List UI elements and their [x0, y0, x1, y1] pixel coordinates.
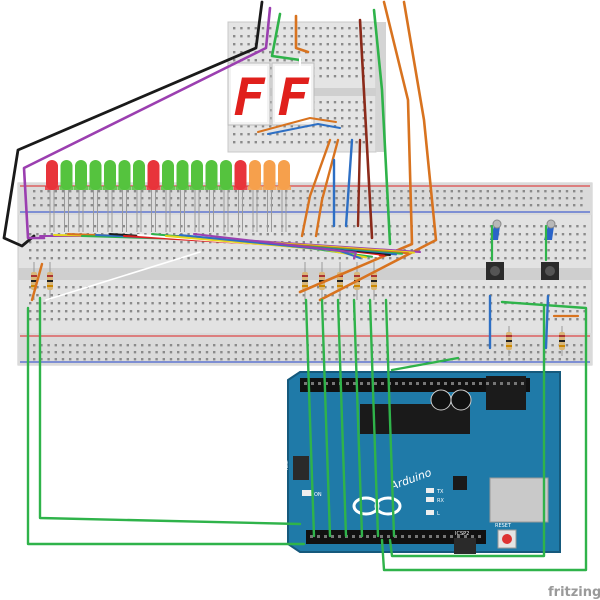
wire-orange-1 [298, 0, 414, 294]
led-green [190, 160, 204, 232]
wire-green-top [372, 8, 392, 246]
led-green [103, 160, 117, 232]
icsp-header [293, 456, 309, 480]
wires [2, 0, 588, 572]
wire-green-bus-4 [352, 298, 364, 538]
rx-label: RX [437, 498, 444, 504]
led-green [74, 160, 88, 232]
capacitor-1 [430, 389, 452, 411]
icsp-label: ICSP [284, 459, 290, 470]
icsp2-header [454, 538, 476, 554]
wire-orange-left [30, 262, 44, 302]
icsp2-label: ICSP2 [455, 531, 469, 537]
arduino-uno-board: Arduino RESET ICSP2 ICSP ON TX RX L [284, 371, 561, 554]
led-green [117, 160, 132, 232]
resistor-mid-5 [371, 262, 377, 300]
led-tx [426, 488, 434, 493]
led-rx [426, 497, 434, 502]
usb-port [489, 477, 549, 523]
wire-orange-3 [294, 14, 310, 54]
arduino-pin-headers [304, 382, 524, 538]
led-on [302, 490, 312, 496]
wire-brown-2 [356, 138, 362, 228]
wire-green-button-1 [380, 300, 588, 572]
wire-blue-1 [344, 138, 354, 228]
wire-green-bus-1 [304, 298, 316, 538]
wire-green-bus-2 [320, 298, 332, 538]
led-red [233, 160, 248, 232]
wire-green-top-2 [270, 12, 302, 62]
resistor-mid-1 [302, 262, 308, 300]
wire-green-arduino-1 [38, 296, 302, 526]
main-breadboard-holes [29, 190, 586, 361]
resistor-right-2 [559, 326, 565, 356]
capacitor-2 [450, 389, 472, 411]
wire-black-loop [2, 0, 264, 248]
led-row [45, 160, 291, 232]
wire-green-5v [390, 356, 460, 372]
led-green [88, 160, 103, 232]
on-label: ON [314, 492, 322, 498]
led-orange [248, 160, 262, 232]
digit-left-glyph: F [233, 68, 266, 128]
reset-label: RESET [495, 523, 512, 529]
wire-green-bus-3 [336, 298, 348, 538]
power-jack [486, 376, 526, 410]
wire-bus-12 [193, 233, 357, 260]
resistor-group [31, 262, 565, 356]
led-orange [277, 160, 291, 232]
tx-label: TX [436, 489, 444, 495]
wire-orange-2 [318, 0, 438, 302]
seven-segment-display-left: F [227, 62, 271, 128]
l-label: L [437, 511, 440, 517]
led-green [175, 160, 190, 232]
wire-green-bus-6 [384, 298, 396, 538]
regulator [453, 476, 467, 490]
resistor-left-2 [47, 262, 53, 300]
led-green [161, 160, 175, 232]
led-red [45, 160, 59, 232]
atmega-chip [360, 404, 470, 434]
wire-green-button-2 [388, 304, 546, 558]
resistor-mid-2 [319, 262, 325, 300]
reset-button-cap [502, 534, 512, 544]
wire-white-diag [45, 251, 201, 301]
digit-right-glyph: F [277, 68, 310, 128]
wire-green-arduino-2 [26, 306, 306, 546]
wire-blue-button-2 [544, 294, 550, 350]
wire-orange-short-1 [300, 138, 332, 238]
fritzing-watermark: fritzing [548, 585, 600, 600]
wire-display-orange [257, 117, 337, 133]
wire-purple-loop [22, 6, 272, 240]
resistor-right-1 [506, 326, 512, 356]
led-green [59, 160, 74, 232]
led-orange [262, 160, 277, 232]
wire-orange-short-2 [314, 138, 340, 238]
wire-green-bus-5 [368, 298, 380, 538]
led-l [426, 510, 434, 515]
led-green [219, 160, 233, 232]
led-green [132, 160, 146, 232]
led-green [204, 160, 219, 232]
seven-segment-display-right: F [271, 62, 315, 128]
wire-display-blue [267, 123, 341, 135]
wire-brown [358, 18, 374, 240]
led-red [146, 160, 161, 232]
